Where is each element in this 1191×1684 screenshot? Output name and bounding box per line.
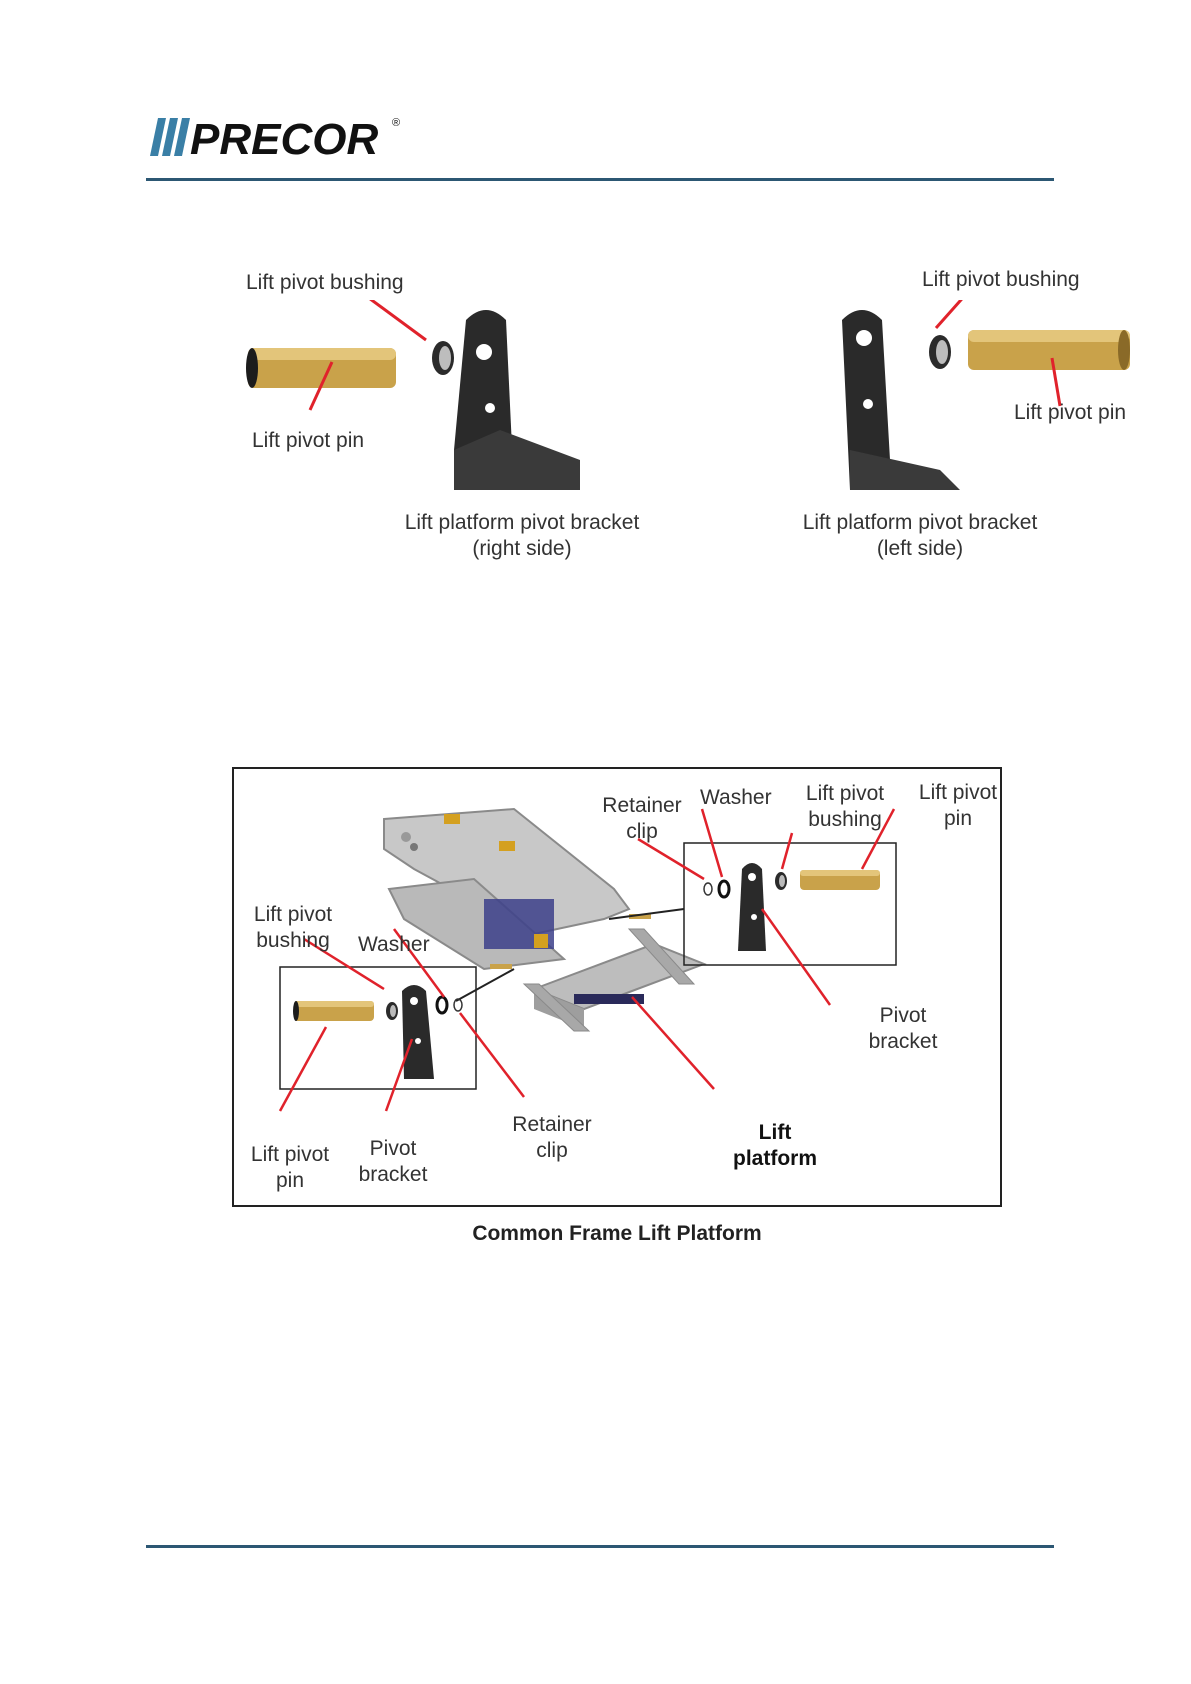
label-retainer-clip-top-1: Retainer: [602, 794, 682, 817]
label-lift-pivot-pin-left: Lift pivot pin: [1014, 401, 1127, 424]
label-lift-pivot-pin-bottom-2: pin: [275, 1169, 305, 1192]
label-pivot-bracket-right: Pivot bracket: [858, 1003, 948, 1055]
label-lift-pivot-bushing-left-inset: Lift pivot bushing: [238, 902, 348, 954]
registered-mark: ®: [392, 117, 400, 129]
figure-right-side-illustration: [240, 300, 600, 500]
label-retainer-clip-top-2: clip: [626, 820, 658, 843]
precor-logo: PRECOR ®: [148, 112, 408, 162]
label-bracket-left: Lift platform pivot bracket (left side): [780, 510, 1060, 562]
label-bracket-left-line1: Lift platform pivot bracket: [802, 511, 1038, 534]
label-retainer-clip-bottom-1: Retainer: [512, 1113, 592, 1136]
label-lift-platform: Lift platform: [720, 1120, 830, 1172]
label-pivot-bracket-right-1: Pivot: [879, 1004, 927, 1027]
precor-logo-mark: PRECOR ®: [150, 115, 400, 162]
label-washer-left: Washer: [358, 933, 430, 956]
label-lift-pivot-bushing-top-2: bushing: [808, 808, 882, 831]
label-pivot-bracket-bottom-2: bracket: [358, 1163, 428, 1186]
label-retainer-clip-top: Retainer clip: [592, 793, 692, 845]
label-washer-top: Washer: [700, 786, 772, 809]
label-lift-pivot-pin-right: Lift pivot pin: [252, 429, 365, 452]
label-bracket-left-line2: (left side): [876, 537, 964, 560]
label-lift-pivot-bushing-left-inset-1: Lift pivot: [253, 903, 333, 926]
label-bracket-right-line1: Lift platform pivot bracket: [404, 511, 640, 534]
logo-wordmark: PRECOR: [190, 115, 378, 162]
footer-rule: [146, 1545, 1054, 1548]
header-rule: [146, 178, 1054, 181]
exploded-view-illustration: [278, 807, 897, 1112]
label-retainer-clip-bottom: Retainer clip: [502, 1112, 602, 1164]
exploded-view-frame: [232, 767, 1002, 1207]
label-lift-pivot-pin-bottom: Lift pivot pin: [238, 1142, 342, 1194]
label-lift-pivot-bushing-left: Lift pivot bushing: [922, 268, 1080, 291]
label-lift-platform-1: Lift: [758, 1121, 792, 1144]
figure-left-side-illustration: [820, 300, 1140, 500]
label-lift-pivot-bushing-right: Lift pivot bushing: [246, 271, 404, 294]
label-bracket-right-line2: (right side): [472, 537, 572, 560]
label-lift-pivot-bushing-top-1: Lift pivot: [805, 782, 885, 805]
label-lift-pivot-bushing-left-inset-2: bushing: [256, 929, 330, 952]
label-lift-pivot-bushing-top: Lift pivot bushing: [790, 781, 900, 833]
figure-caption: Common Frame Lift Platform: [472, 1222, 762, 1245]
label-lift-pivot-pin-top-2: pin: [943, 807, 973, 830]
label-pivot-bracket-right-2: bracket: [868, 1030, 938, 1053]
label-pivot-bracket-bottom: Pivot bracket: [348, 1136, 438, 1188]
label-retainer-clip-bottom-2: clip: [536, 1139, 568, 1162]
label-pivot-bracket-bottom-1: Pivot: [369, 1137, 417, 1160]
label-lift-pivot-pin-bottom-1: Lift pivot: [250, 1143, 330, 1166]
label-lift-pivot-pin-top-1: Lift pivot: [918, 781, 998, 804]
label-lift-pivot-pin-top: Lift pivot pin: [906, 780, 1010, 832]
label-bracket-right: Lift platform pivot bracket (right side): [382, 510, 662, 562]
label-lift-platform-2: platform: [733, 1147, 817, 1170]
